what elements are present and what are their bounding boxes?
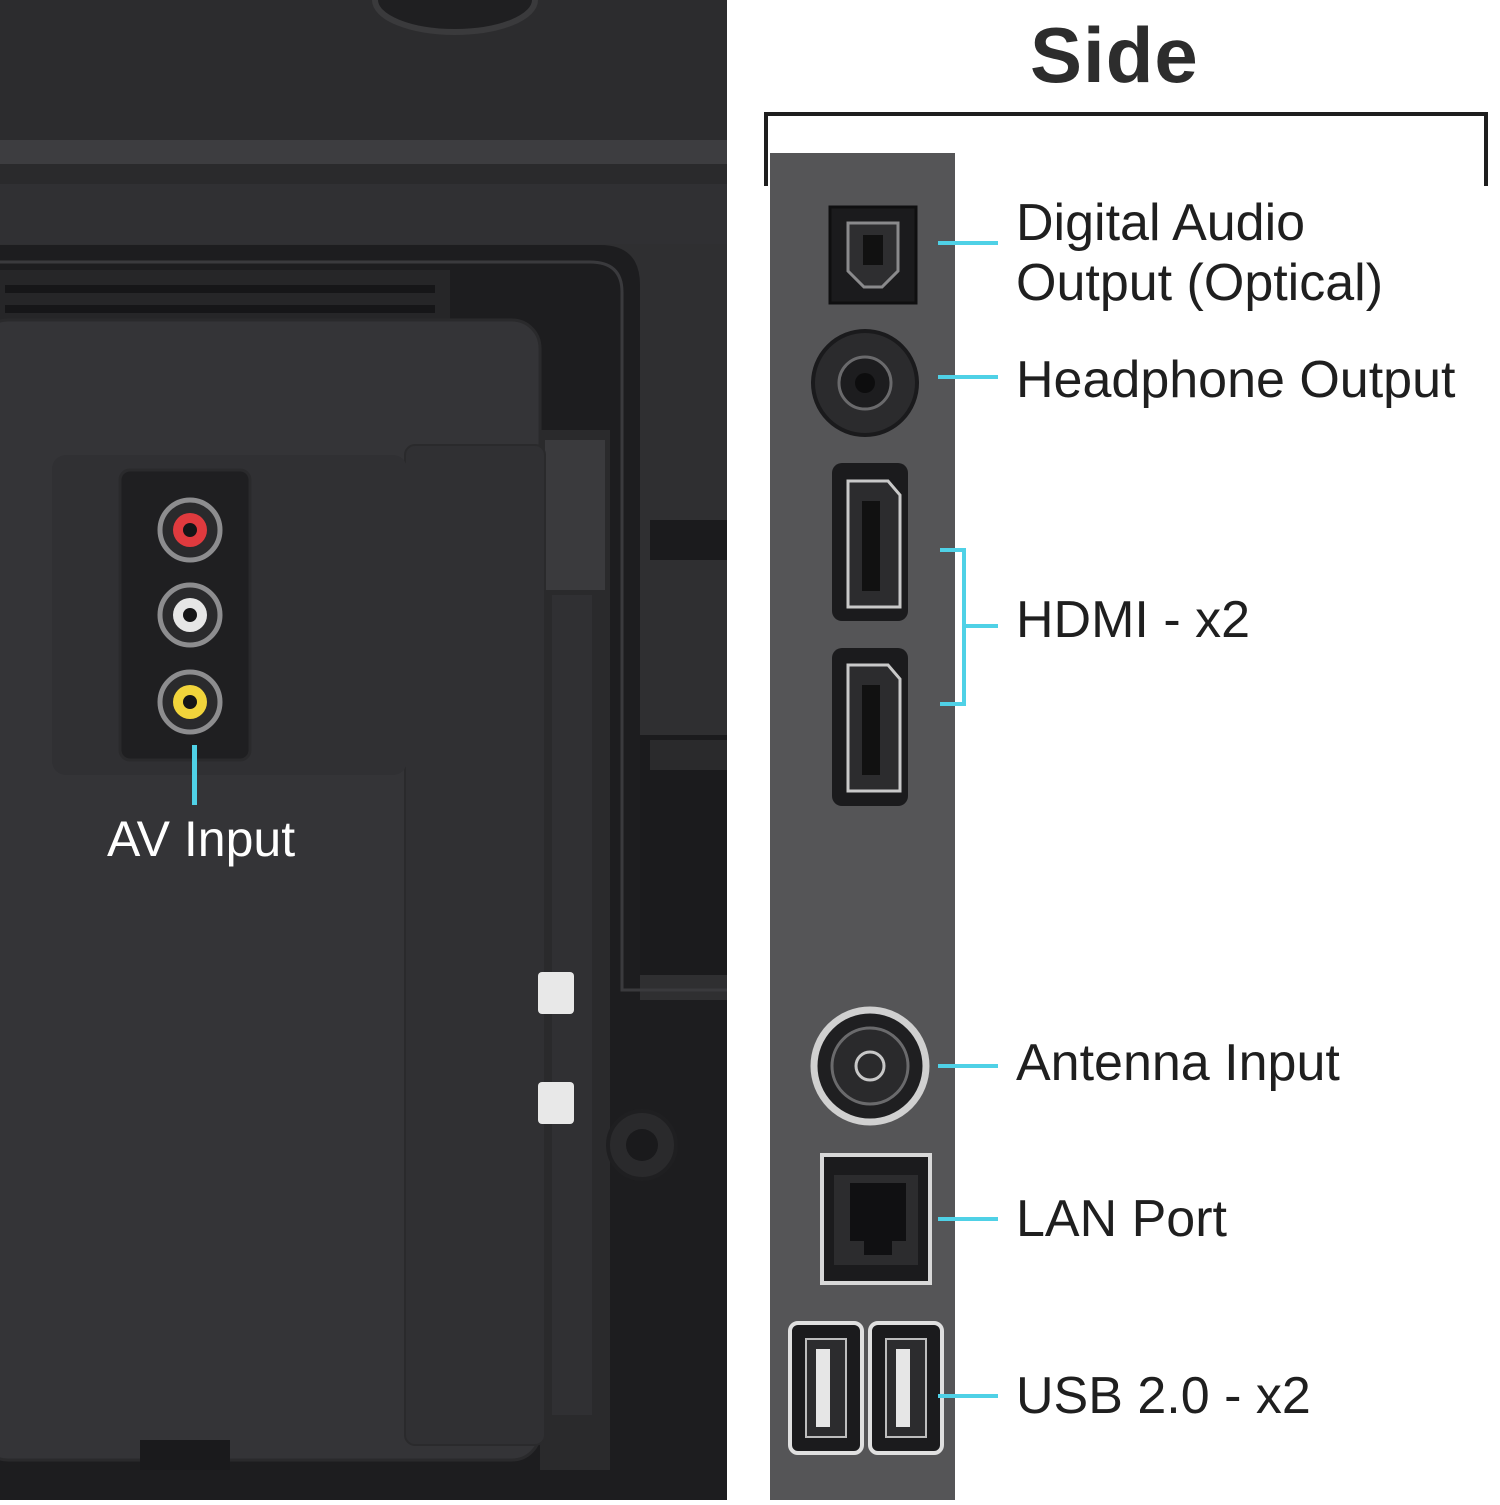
rca-jack-white (157, 582, 223, 648)
usb-port-2 (868, 1321, 944, 1455)
headphone-callout-line (938, 375, 998, 379)
tv-back-photo: AV Input (0, 0, 727, 1500)
rca-jack-red (157, 497, 223, 563)
hdmi-port-2 (832, 648, 908, 806)
side-ports-illustration (788, 205, 944, 1455)
usb-callout-line (938, 1394, 998, 1398)
lan-port (820, 1153, 932, 1285)
usb-label: USB 2.0 - x2 (1016, 1367, 1311, 1425)
hdmi-callout-bracket (940, 548, 966, 706)
hdmi-callout-line (966, 624, 998, 628)
tv-back-illustration (0, 0, 727, 1500)
antenna-callout-line (938, 1064, 998, 1068)
antenna-label: Antenna Input (1016, 1034, 1340, 1092)
hdmi-port-1 (832, 463, 908, 621)
digital-audio-label-line1: Digital Audio (1016, 194, 1306, 252)
rca-jack-yellow (157, 669, 223, 735)
antenna-port (810, 1006, 930, 1126)
side-title: Side (1030, 11, 1199, 99)
digital-audio-callout-line (938, 241, 998, 245)
side-panel (770, 153, 955, 1500)
digital-audio-label-line2: Output (Optical) (1016, 254, 1384, 312)
av-callout-line (192, 745, 197, 805)
av-input-label: AV Input (107, 811, 296, 867)
side-bracket (764, 112, 1488, 186)
optical-port (828, 205, 918, 305)
headphone-label: Headphone Output (1016, 351, 1456, 409)
usb-port-1 (788, 1321, 864, 1455)
lan-callout-line (938, 1217, 998, 1221)
headphone-jack (811, 329, 919, 437)
lan-label: LAN Port (1016, 1190, 1227, 1248)
hdmi-label: HDMI - x2 (1016, 591, 1250, 649)
